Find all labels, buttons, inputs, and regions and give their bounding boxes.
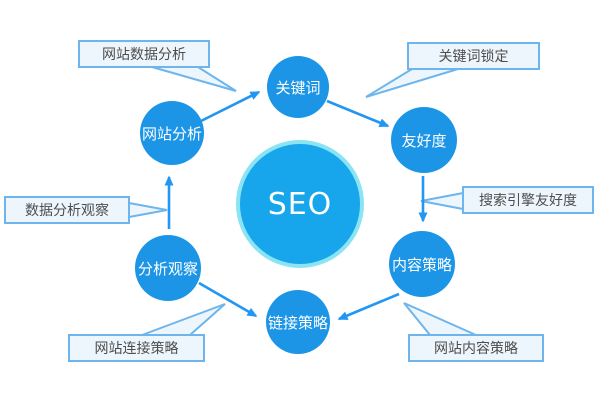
node-site-analysis: 网站分析 (140, 101, 204, 165)
callout-tail-site-data-analysis (151, 66, 237, 92)
callout-search-engine-friendliness-label: 搜索引擎友好度 (479, 193, 577, 209)
node-link-strategy: 链接策略 (266, 290, 330, 354)
callout-site-link-strategy: 网站连接策略 (68, 334, 205, 362)
node-analysis-observation-label: 分析观察 (137, 259, 198, 278)
node-analysis-observation: 分析观察 (135, 235, 201, 301)
callout-tail-keyword-targeting (365, 68, 459, 98)
arrow-keywords-to-friendliness (326, 99, 390, 128)
callout-data-analysis-observation-label: 数据分析观察 (25, 203, 109, 219)
node-seo: SEO (240, 144, 360, 264)
callout-tail-search-engine-friendliness (420, 191, 464, 211)
callout-site-content-strategy-label: 网站内容策略 (434, 341, 518, 357)
callout-keyword-targeting: 关键词锁定 (407, 42, 540, 70)
callout-tail-site-content-strategy (403, 302, 477, 336)
node-content-strategy: 内容策略 (389, 231, 455, 297)
callout-site-data-analysis-label: 网站数据分析 (102, 47, 186, 63)
callout-data-analysis-observation: 数据分析观察 (4, 196, 130, 224)
callout-tail-site-link-strategy (141, 303, 226, 336)
callout-site-link-strategy-label: 网站连接策略 (94, 341, 179, 357)
arrow-site-analysis-to-keywords (200, 90, 261, 123)
node-friendliness-label: 友好度 (401, 131, 447, 150)
node-content-strategy-label: 内容策略 (391, 255, 452, 274)
callout-search-engine-friendliness: 搜索引擎友好度 (462, 186, 594, 214)
node-keywords-label: 关键词 (275, 78, 321, 97)
node-site-analysis-label: 网站分析 (141, 124, 202, 143)
node-link-strategy-label: 链接策略 (267, 313, 328, 332)
arrow-content-strategy-to-link-strategy (337, 292, 400, 321)
node-friendliness: 友好度 (391, 107, 457, 173)
arrow-analysis-observation-to-link-strategy (198, 281, 258, 318)
callout-site-data-analysis: 网站数据分析 (78, 40, 210, 68)
node-keywords: 关键词 (267, 56, 329, 118)
callout-tail-data-analysis-observation (128, 201, 168, 219)
node-seo-label: SEO (267, 186, 333, 222)
callout-keyword-targeting-label: 关键词锁定 (438, 49, 509, 65)
callout-site-content-strategy: 网站内容策略 (408, 334, 544, 362)
